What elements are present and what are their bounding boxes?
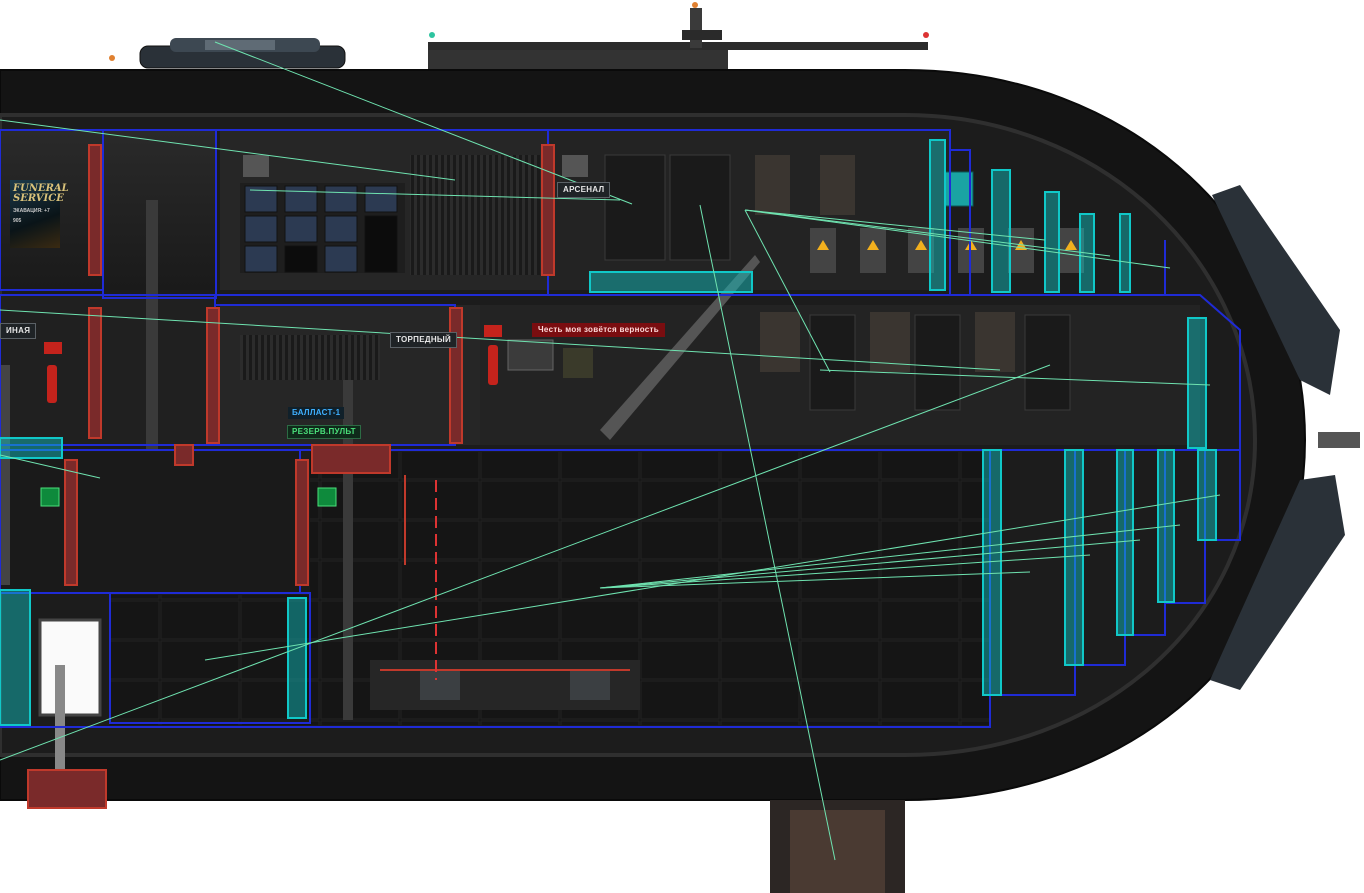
control-panel <box>563 348 593 378</box>
hull-outlines <box>0 129 1241 728</box>
room-lower-left <box>0 452 300 592</box>
bow-sonar-top <box>1212 185 1340 395</box>
fire-extinguisher-icon <box>47 365 57 403</box>
ammo-rack <box>410 155 540 275</box>
door-button-icon[interactable] <box>484 325 502 337</box>
locker-grid <box>240 183 405 273</box>
reserve-panel-sign: РЕЗЕРВ.ПУЛЬТ <box>287 425 361 439</box>
emergency-exit-icon <box>317 487 337 507</box>
arsenal-sign: АРСЕНАЛ <box>557 182 611 198</box>
funeral-service-poster: FUNERAL SERVICE ЭКАВАЦИЯ: +7 905 <box>10 180 69 248</box>
ventilation-fan-icon <box>562 155 588 177</box>
bow-nose <box>1318 432 1360 448</box>
poster-title: FUNERAL SERVICE <box>13 183 69 204</box>
top-railing <box>109 2 929 70</box>
periscope-icon <box>55 665 65 785</box>
room-left-sign: ИНАЯ <box>0 323 37 339</box>
torpedo-sign: ТОРПЕДНЫЙ <box>390 332 458 348</box>
room-middle-left <box>0 295 215 445</box>
white-doorway <box>38 618 102 717</box>
poster-subtitle: ЭКАВАЦИЯ: +7 905 <box>13 208 50 224</box>
wires <box>0 41 1221 861</box>
honor-banner: Честь моя зовётся верность <box>532 323 665 337</box>
fire-extinguisher-icon <box>488 345 498 385</box>
torpedo-grille <box>240 335 380 380</box>
ladder[interactable] <box>343 380 353 720</box>
emergency-exit-icon <box>40 487 60 507</box>
bottom-hatch <box>770 800 905 893</box>
ladder[interactable] <box>146 200 158 450</box>
pump-machinery <box>370 660 640 710</box>
top-hatch-left <box>139 38 346 69</box>
bow-sonar-bottom <box>1210 475 1345 690</box>
monitor <box>507 339 554 371</box>
ladder[interactable] <box>0 365 10 585</box>
gaps <box>0 139 1217 726</box>
ventilation-fan-icon <box>243 155 269 177</box>
door-button-icon[interactable] <box>44 342 62 354</box>
torpedo-launchers <box>760 312 1071 411</box>
ballast-sign: БАЛЛАСТ-1 <box>288 407 345 419</box>
